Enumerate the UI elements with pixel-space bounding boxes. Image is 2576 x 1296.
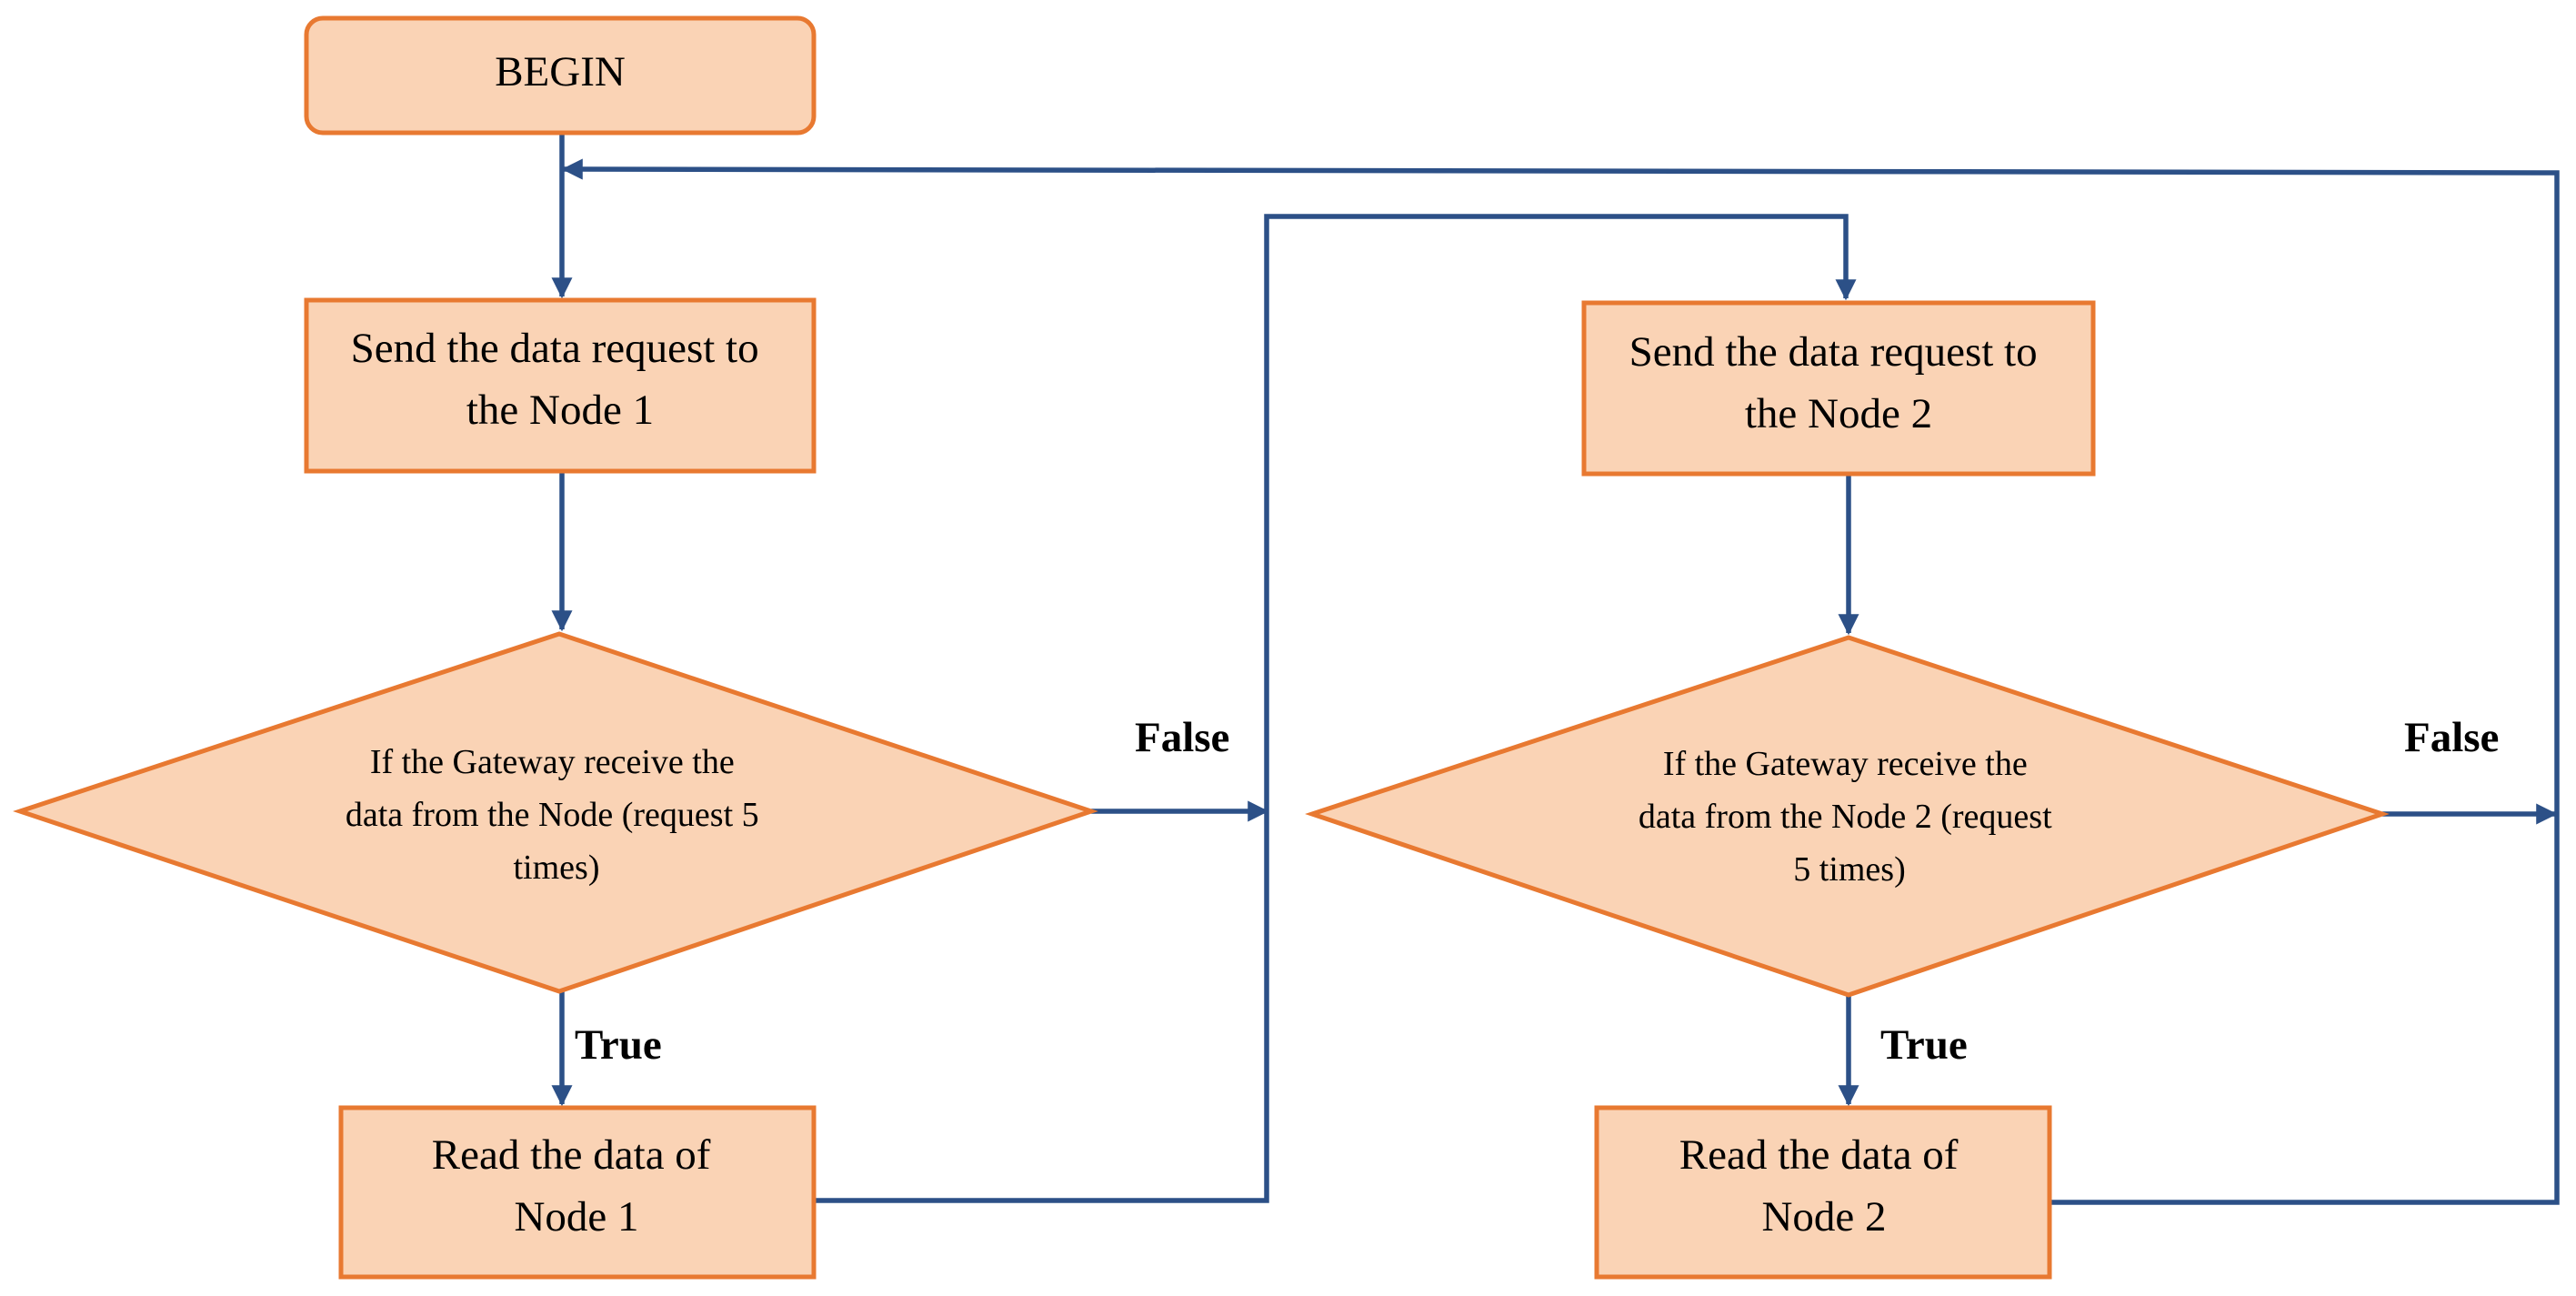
read-data-node2: Read the data of Node 2 [1594,1105,2052,1280]
true-label-decision1: True [575,1021,662,1069]
read-data-node1: Read the data of Node 1 [338,1105,817,1280]
decision-node1-text: If the Gateway receive the data from the… [346,743,767,887]
send-request-node2: Send the data request to the Node 2 [1581,300,2096,477]
true-label-decision2: True [1880,1021,1968,1069]
decision-node2: If the Gateway receive the data from the… [1305,635,2390,998]
send-request-node1: Send the data request to the Node 1 [304,297,817,474]
decision-node1: If the Gateway receive the data from the… [13,631,1098,994]
false-label-decision2: False [2404,714,2499,761]
read-data-node2-text: Read the data of Node 2 [1679,1131,1969,1241]
begin-node: BEGIN [304,15,817,136]
connector-read1-to-send-node2 [815,214,1857,1203]
read-data-node1-text: Read the data of Node 1 [432,1131,721,1241]
begin-text: BEGIN [495,48,626,95]
connector-read2-loop-back [561,158,2560,1205]
false-label-decision1: False [1135,714,1229,761]
decision-node2-text: If the Gateway receive the data from the… [1639,745,2060,889]
send-request-node1-text: Send the data request to the Node 1 [351,325,770,434]
send-request-node2-text: Send the data request to the Node 2 [1629,328,2049,437]
